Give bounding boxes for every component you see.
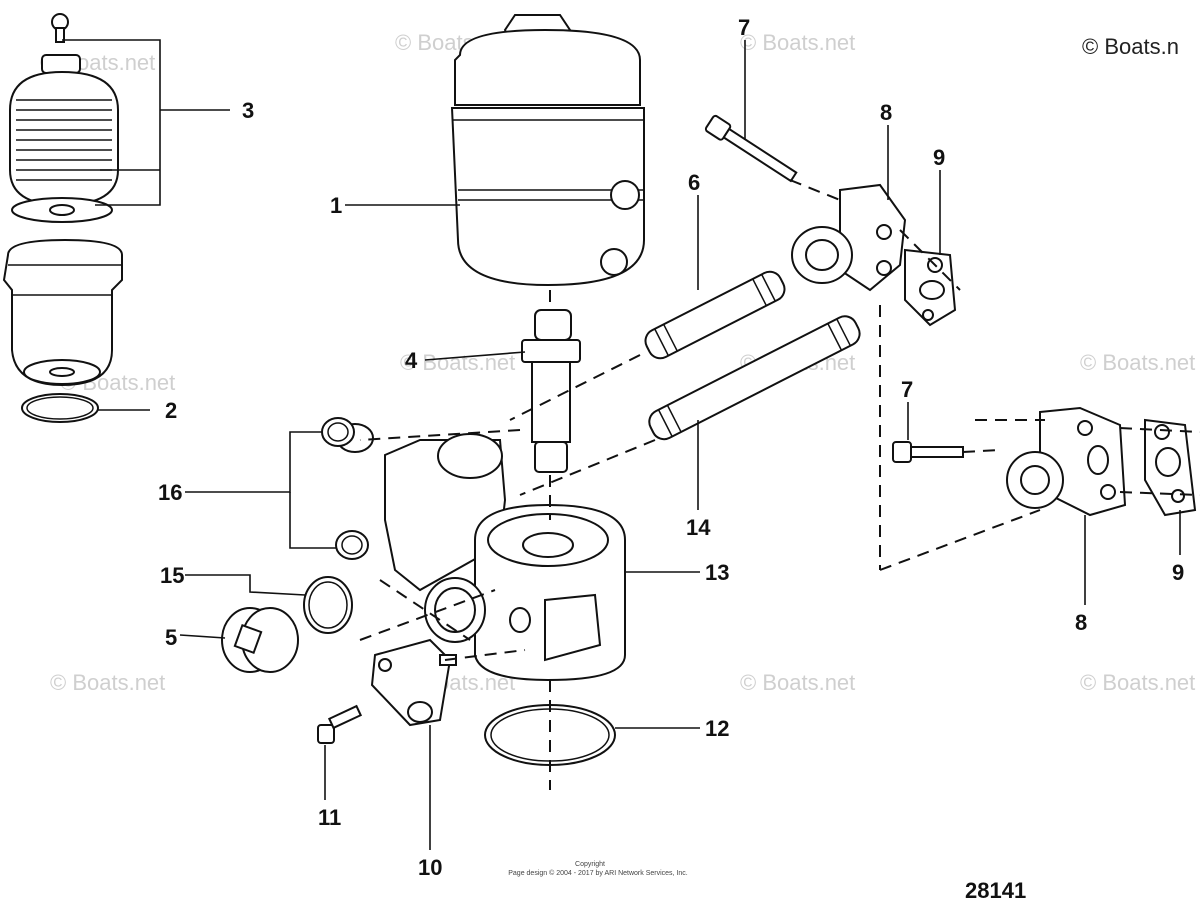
watermark-text: © Boats.net [1080,350,1195,375]
watermark-text: © Boats.net [740,30,855,55]
callout-12: 12 [705,716,729,741]
callout-5: 5 [165,625,177,650]
bolt-lower [892,441,964,463]
drain-plug [221,607,299,673]
assembly-lines [359,179,1200,790]
copyright-line-2: Page design © 2004 - 2017 by ARI Network… [508,869,688,877]
filter-adapter-housing [336,423,626,682]
callout-13: 13 [705,560,729,585]
diagram-number: 28141 [965,878,1026,902]
o-ring-plug [303,576,353,634]
copyright-line-1: Copyright [575,861,605,868]
callout-9-lower: 9 [1172,560,1184,585]
transfer-tube-lower [648,315,861,441]
callout-8-upper: 8 [880,100,892,125]
watermark-text: © Boats.net [50,670,165,695]
leader-lines [62,39,1181,850]
bolt-upper [704,114,798,183]
watermark-text: © Boats.net [740,670,855,695]
center-tube-fitting [521,309,581,473]
callout-1: 1 [330,193,342,218]
flange-lower [1006,406,1127,517]
callout-7-upper: 7 [738,15,750,40]
filter-cap [450,14,645,287]
callout-6: 6 [688,170,700,195]
sensor [370,638,457,727]
filter-element-assembly [9,13,119,223]
o-ring-large-inner [490,708,610,762]
callout-9-upper: 9 [933,145,945,170]
gasket-upper [904,248,957,327]
o-ring-plug-inner [308,581,348,629]
o-ring-small [21,393,99,423]
callout-16: 16 [158,480,182,505]
watermark-text: © Boats.net [1080,670,1195,695]
sensor-bolt [317,704,363,744]
gasket-lower [1144,418,1197,517]
callout-15: 15 [160,563,184,588]
flange-upper [791,183,907,292]
callouts: 1 2 3 4 5 6 7 7 8 8 9 9 10 11 12 13 14 1… [158,15,1184,880]
o-ring-small-inner [26,396,94,420]
callout-4: 4 [405,348,418,373]
callout-14: 14 [686,515,711,540]
callout-3: 3 [242,98,254,123]
transfer-tube-upper [644,270,786,360]
filter-lower-housing [2,238,123,387]
callout-8-lower: 8 [1075,610,1087,635]
plug-lower [335,530,369,560]
o-ring-large [484,704,616,766]
callout-10: 10 [418,855,442,880]
callout-11: 11 [318,805,341,830]
corner-watermark: © Boats.n [1082,34,1179,59]
callout-7-lower: 7 [901,377,913,402]
plug-upper [321,417,355,447]
callout-2: 2 [165,398,177,423]
